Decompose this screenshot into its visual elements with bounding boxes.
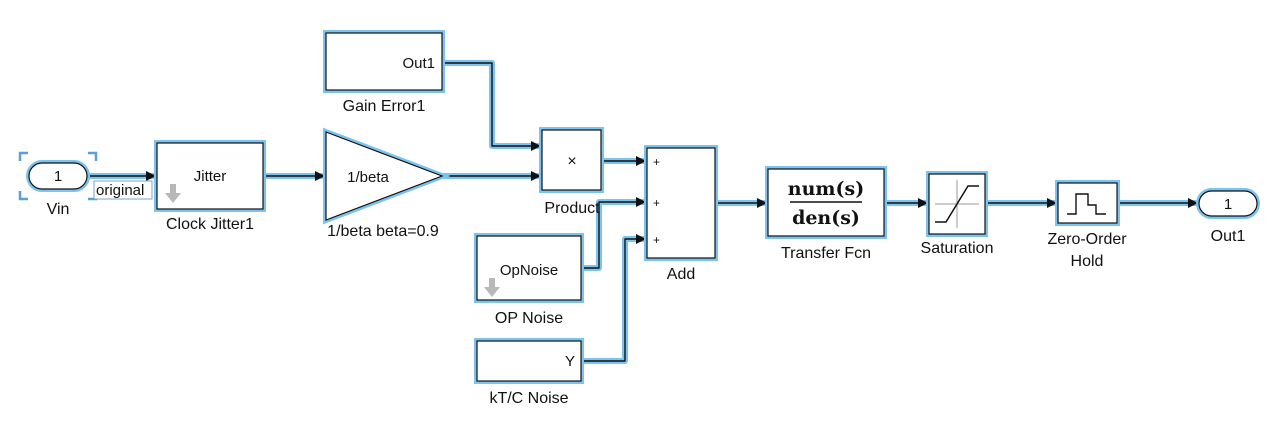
out1-label: Out1 [1211, 228, 1246, 245]
zoh-step-icon [1067, 193, 1106, 215]
gain-label: 1/beta beta=0.9 [327, 223, 439, 240]
clock-jitter-label: Clock Jitter1 [166, 216, 254, 233]
product-block[interactable]: × [539, 127, 604, 193]
zoh-label-line1: Zero-Order [1047, 231, 1127, 248]
add-block[interactable]: + + + [644, 145, 718, 261]
saturation-block[interactable] [926, 171, 988, 237]
clock-jitter-block[interactable]: Jitter [154, 140, 266, 212]
ktc-noise-block[interactable]: Y [474, 338, 584, 384]
vin-label: Vin [47, 201, 70, 218]
vin-port-number: 1 [54, 168, 62, 185]
wire-gainerror-to-product[interactable] [443, 60, 541, 151]
clock-jitter-text: Jitter [194, 168, 227, 185]
vin-inport-block[interactable]: 1 [18, 151, 98, 201]
transfer-denominator: den(s) [792, 207, 860, 229]
saturation-icon [935, 180, 979, 228]
down-arrow-icon [484, 278, 500, 297]
op-noise-block[interactable]: OpNoise [474, 233, 584, 303]
transfer-fcn-label: Transfer Fcn [781, 245, 871, 262]
saturation-label: Saturation [921, 240, 994, 257]
ktc-noise-label: kT/C Noise [489, 390, 568, 407]
transfer-fcn-block[interactable]: num(s) den(s) [765, 166, 887, 239]
transfer-numerator: num(s) [788, 178, 864, 200]
wire-ktcnoise-to-add[interactable] [582, 234, 646, 364]
out1-port-number: 1 [1224, 196, 1232, 213]
gain-text: 1/beta [347, 169, 389, 186]
gain-block[interactable]: 1/beta [323, 127, 451, 225]
ktc-noise-port-text: Y [565, 353, 575, 370]
zero-order-hold-block[interactable] [1055, 180, 1120, 226]
add-sign-2: + [653, 196, 660, 210]
down-arrow-icon [165, 184, 181, 203]
gain-error-label: Gain Error1 [343, 98, 426, 115]
signal-wires [88, 60, 1198, 364]
wire-opnoise-to-add[interactable] [582, 197, 646, 271]
svg-text:original: original [96, 182, 144, 199]
product-label: Product [544, 200, 600, 217]
zoh-label-line2: Hold [1071, 253, 1104, 270]
gain-error-block[interactable]: Out1 [323, 30, 445, 93]
add-sign-1: + [653, 155, 660, 169]
multiply-icon: × [567, 153, 576, 170]
op-noise-label: OP Noise [495, 310, 563, 327]
add-label: Add [667, 266, 695, 283]
out1-outport-block[interactable]: 1 [1196, 188, 1260, 219]
add-sign-3: + [653, 233, 660, 247]
gain-error-port-text: Out1 [402, 55, 435, 72]
op-noise-text: OpNoise [500, 262, 558, 279]
signal-label-original[interactable]: original [93, 180, 153, 200]
